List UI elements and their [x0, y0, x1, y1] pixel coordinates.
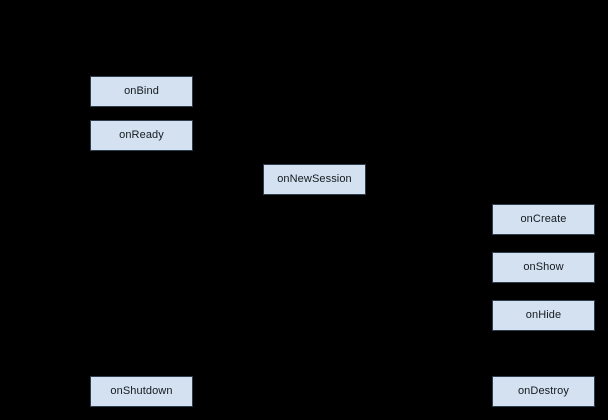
- connector-newsession-to-create: [366, 178, 492, 222]
- node-on-new-session[interactable]: onNewSession: [263, 164, 366, 195]
- connector-ready-to-newsession: [141, 151, 263, 182]
- node-on-create-label: onCreate: [520, 213, 567, 225]
- node-on-hide-label: onHide: [525, 309, 562, 321]
- node-on-show-label: onShow: [523, 261, 564, 273]
- node-on-new-session-label: onNewSession: [277, 173, 352, 185]
- node-on-shutdown-label: onShutdown: [110, 385, 173, 397]
- node-on-ready[interactable]: onReady: [90, 120, 193, 151]
- node-on-show[interactable]: onShow: [492, 252, 595, 283]
- node-on-create[interactable]: onCreate: [492, 204, 595, 235]
- node-on-destroy-label: onDestroy: [517, 385, 570, 397]
- node-on-shutdown[interactable]: onShutdown: [90, 376, 193, 407]
- node-on-bind-label: onBind: [124, 85, 159, 97]
- node-on-ready-label: onReady: [119, 129, 164, 141]
- node-on-bind[interactable]: onBind: [90, 76, 193, 107]
- node-on-destroy[interactable]: onDestroy: [492, 376, 595, 407]
- node-on-hide[interactable]: onHide: [492, 300, 595, 331]
